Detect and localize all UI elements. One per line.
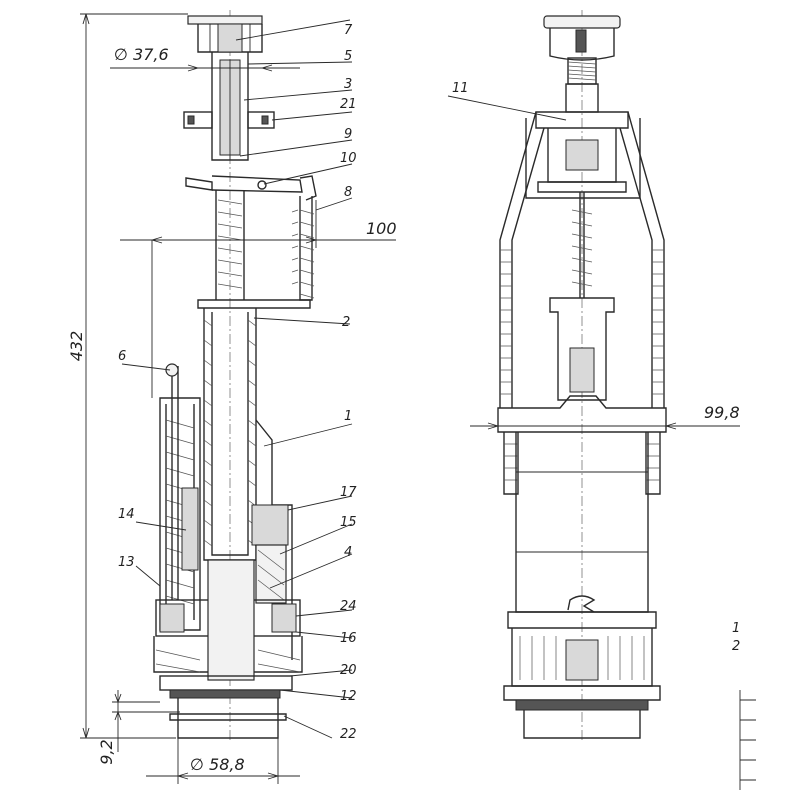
leader-6: 6	[118, 349, 126, 364]
exterior-view: 99,8 11	[447, 10, 740, 740]
leader-20: 20	[340, 663, 357, 678]
button-top	[543, 15, 621, 29]
side-note-1: 1	[732, 621, 740, 636]
leader-5: 5	[344, 49, 352, 64]
push-button-cap	[187, 15, 263, 25]
button-diameter-dimension: ∅ 37,6	[114, 45, 169, 64]
leader-16: 16	[340, 631, 357, 646]
leader-11: 11	[452, 81, 469, 96]
leader-21: 21	[340, 97, 357, 112]
section-view	[153, 10, 317, 740]
body-insert	[251, 504, 289, 546]
leader-14: 14	[118, 507, 135, 522]
leader-3: 3	[344, 77, 352, 92]
leader-4: 4	[344, 545, 352, 560]
side-note-2: 2	[732, 639, 740, 654]
outlet-diameter-dimension: ∅ 58,8	[190, 755, 245, 774]
section-dimensions: 432 ∅ 37,6 100 9,2 ∅ 58,8	[67, 13, 397, 784]
leader-7: 7	[344, 23, 353, 38]
leader-10: 10	[340, 151, 357, 166]
leader-2: 2	[342, 315, 350, 330]
part-leaders: 7 5 3 21 9 10 8 2 1 6 17 15 4 24 16 20 1	[118, 19, 357, 742]
leader-15: 15	[340, 515, 357, 530]
leader-1: 1	[344, 409, 352, 424]
overall-height-dimension: 432	[67, 331, 86, 362]
leader-13: 13	[118, 555, 135, 570]
leader-24: 24	[340, 599, 357, 614]
leader-17: 17	[340, 485, 357, 500]
cylinder-width-dimension: 99,8	[704, 403, 740, 422]
leader-8: 8	[344, 185, 352, 200]
base-offset-dimension: 9,2	[97, 739, 116, 764]
side-notes: 1 2	[732, 621, 756, 790]
leader-22: 22	[340, 727, 357, 742]
arm-reach-dimension: 100	[366, 219, 397, 238]
leader-9: 9	[344, 127, 352, 142]
leader-12: 12	[340, 689, 357, 704]
